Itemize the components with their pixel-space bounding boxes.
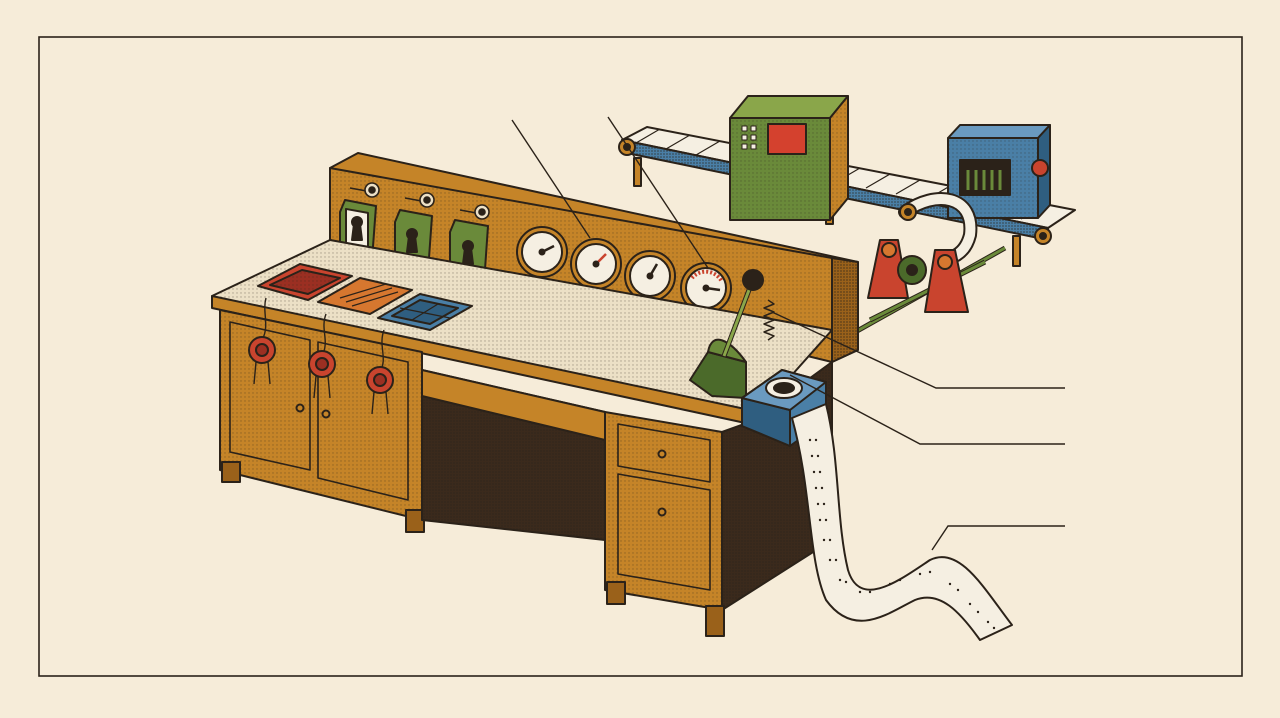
drawer-knob bbox=[657, 449, 667, 459]
keyhole-icon bbox=[339, 199, 377, 261]
leader-line bbox=[789, 374, 1065, 445]
conveyor-leg bbox=[1012, 235, 1021, 267]
desk-items bbox=[248, 263, 1013, 641]
paper-tape bbox=[791, 403, 1013, 641]
control-lever bbox=[689, 269, 775, 399]
blue-tray bbox=[377, 293, 473, 331]
key-icon bbox=[404, 192, 435, 208]
wax-seal-icon bbox=[366, 366, 394, 415]
wax-seal-icon bbox=[248, 336, 276, 385]
scanner-keypad bbox=[741, 125, 757, 150]
gauge-icon bbox=[680, 262, 732, 314]
gauge-icon bbox=[516, 226, 568, 278]
diagram-frame bbox=[38, 36, 1243, 677]
key-icon bbox=[349, 182, 380, 198]
red-bracket bbox=[867, 239, 909, 299]
tape-perforations bbox=[808, 438, 996, 630]
red-bracket bbox=[924, 249, 969, 313]
cabinet-knob bbox=[295, 403, 305, 413]
leader-line bbox=[931, 525, 1065, 551]
conveyor-leg bbox=[633, 157, 642, 187]
leader-line bbox=[511, 119, 591, 239]
scanner-screen bbox=[767, 123, 807, 155]
counter-button bbox=[1031, 159, 1049, 177]
leader-line bbox=[607, 116, 709, 269]
gauge-icon bbox=[570, 238, 622, 290]
key-icons bbox=[349, 182, 490, 220]
lever-knob bbox=[742, 269, 764, 291]
green-scanner-machine bbox=[729, 95, 849, 221]
leader-lines bbox=[511, 116, 1065, 551]
wax-seal-icon bbox=[308, 350, 336, 399]
gauge-icon bbox=[624, 250, 676, 302]
cabinet-knob bbox=[321, 409, 331, 419]
gauges bbox=[516, 226, 732, 314]
lever-spring bbox=[763, 299, 775, 341]
key-icon bbox=[459, 204, 490, 220]
orange-tray bbox=[317, 277, 413, 315]
drive-mechanism bbox=[848, 239, 1007, 338]
drawer-knob bbox=[657, 507, 667, 517]
red-tray bbox=[257, 263, 353, 301]
leader-line bbox=[771, 311, 1065, 389]
